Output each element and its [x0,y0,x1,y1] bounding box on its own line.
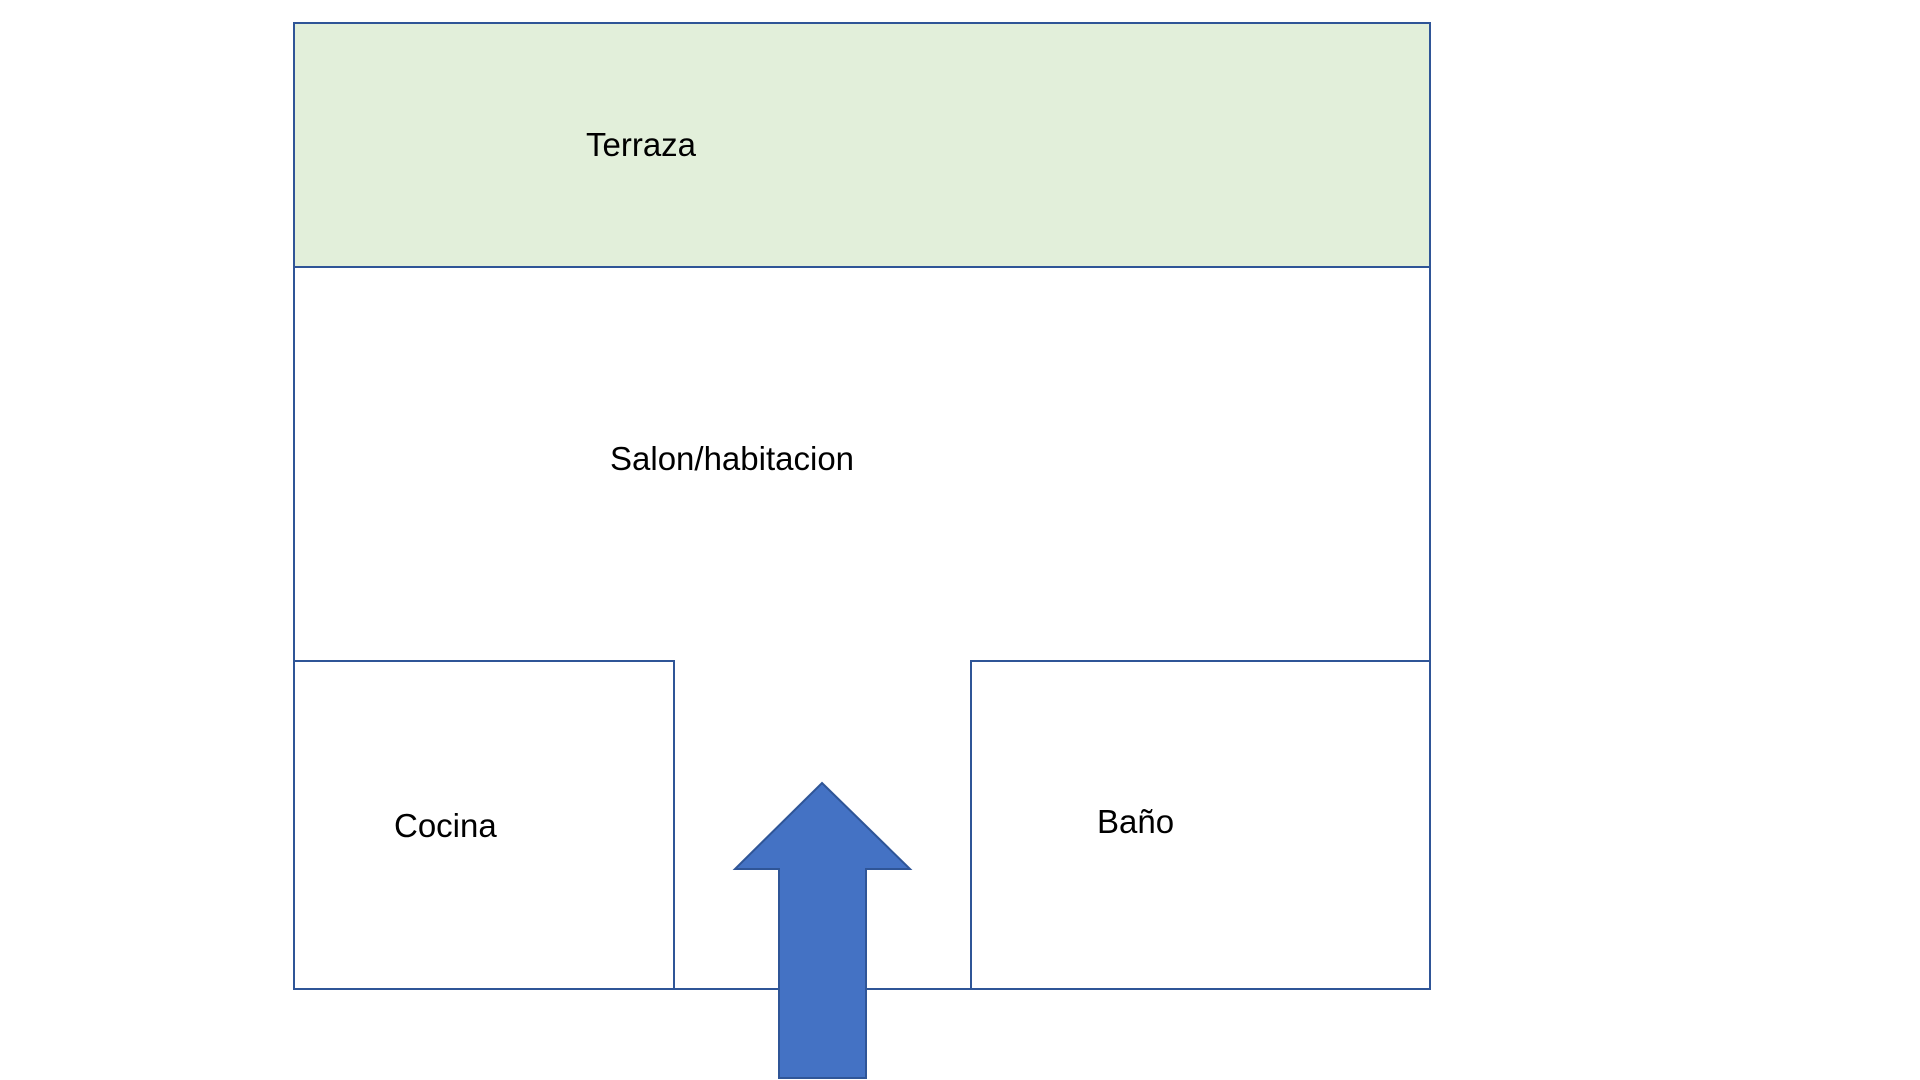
bathroom-label: Baño [1097,803,1174,840]
terrace-label: Terraza [586,126,697,163]
kitchen-area [293,660,675,990]
bathroom-area [970,660,1431,990]
terrace-area [293,22,1431,268]
living-room-label: Salon/habitacion [610,440,854,477]
living-room-area [293,267,1431,661]
kitchen-label: Cocina [394,807,497,844]
up-arrow-icon [732,781,913,1079]
